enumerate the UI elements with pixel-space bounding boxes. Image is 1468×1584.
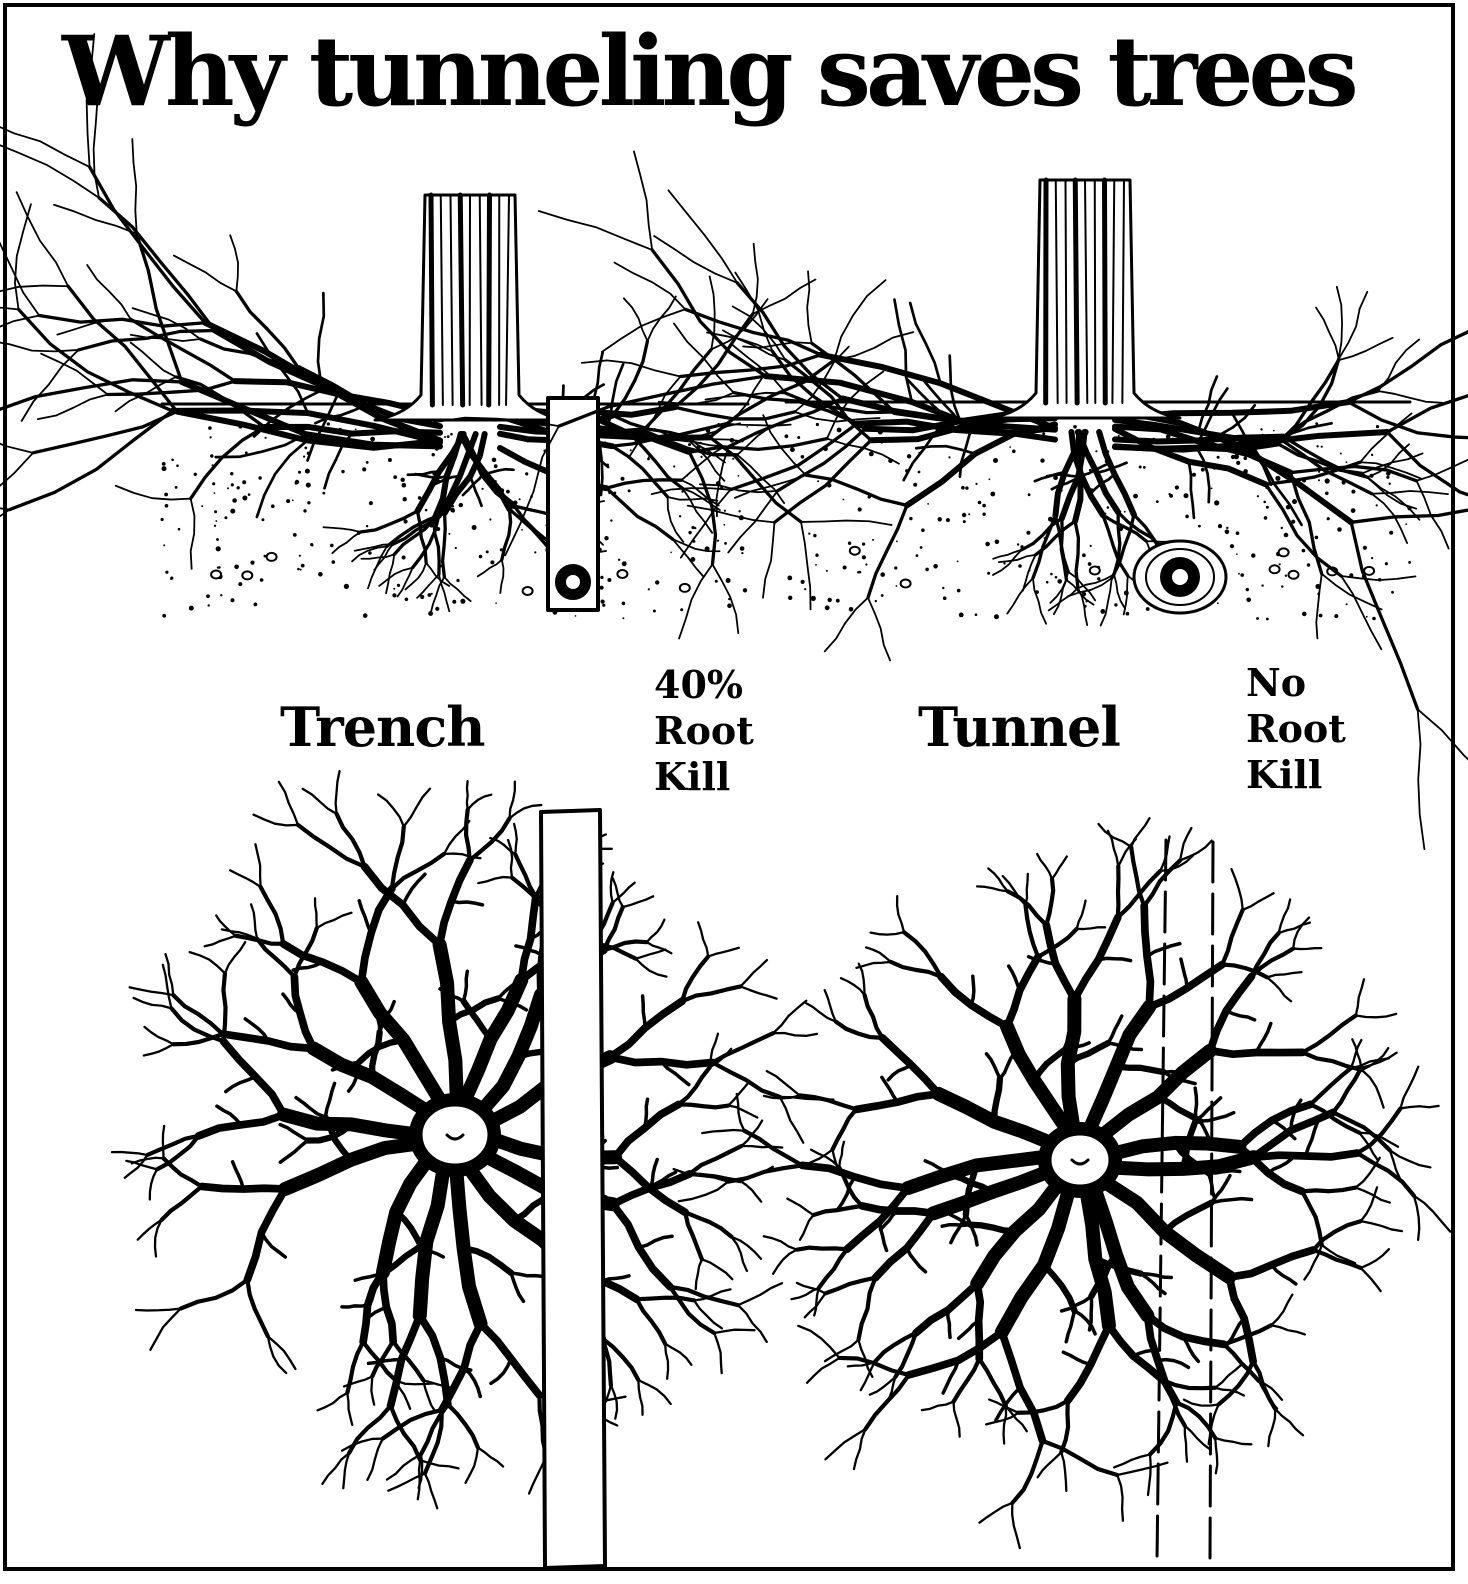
tunnel-note-line-3: Kill (1246, 752, 1323, 797)
tunnel-note: No Root Kill (1246, 660, 1346, 798)
tunnel-path-left-edge (1155, 838, 1168, 1562)
tunnel-note-line-1: No (1246, 660, 1307, 705)
trench-root-plan (110, 769, 835, 1510)
trench-tree-trunk (373, 192, 567, 422)
tunnel-root-plan (672, 817, 1452, 1550)
trench-note-line-2: Root (654, 708, 754, 753)
tunnel-label: Tunnel (918, 695, 1121, 759)
trench-note-line-3: Kill (654, 754, 731, 799)
diagram-title: Why tunneling saves trees (62, 15, 1359, 128)
tunnel-soil-profile (432, 150, 1468, 851)
tunnel-path-right-edge (1208, 840, 1215, 1562)
trench-strip (539, 808, 607, 1570)
trench-note-line-1: 40% (654, 662, 743, 707)
trench-note: 40% Root Kill (654, 662, 754, 800)
trunk-cross-section (1048, 1132, 1112, 1188)
tunnel-tree-trunk (988, 177, 1182, 420)
trunk-cross-section (419, 1103, 491, 1167)
trench-label: Trench (280, 695, 485, 759)
diagram-frame (3, 3, 1455, 1571)
tunnel-note-line-2: Root (1246, 706, 1346, 751)
